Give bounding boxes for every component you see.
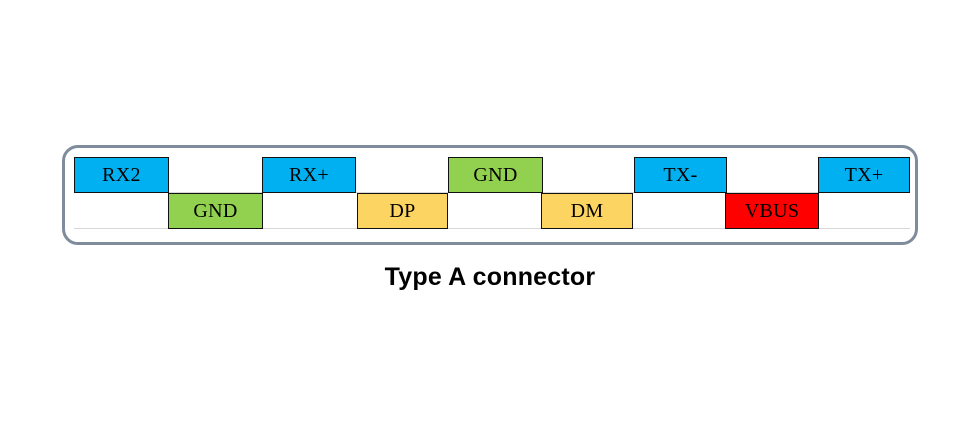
pin-dm: DM [541, 193, 633, 229]
pin-tx-: TX+ [818, 157, 910, 193]
diagram-caption: Type A connector [384, 263, 596, 291]
pin-tx-: TX- [634, 157, 727, 193]
pin-gnd: GND [448, 157, 543, 193]
pin-rx2: RX2 [74, 157, 169, 193]
pin-rx-: RX+ [262, 157, 356, 193]
pin-gnd: GND [168, 193, 263, 229]
pin-dp: DP [357, 193, 448, 229]
pin-vbus: VBUS [725, 193, 819, 229]
pin-row-bottom [74, 193, 910, 229]
